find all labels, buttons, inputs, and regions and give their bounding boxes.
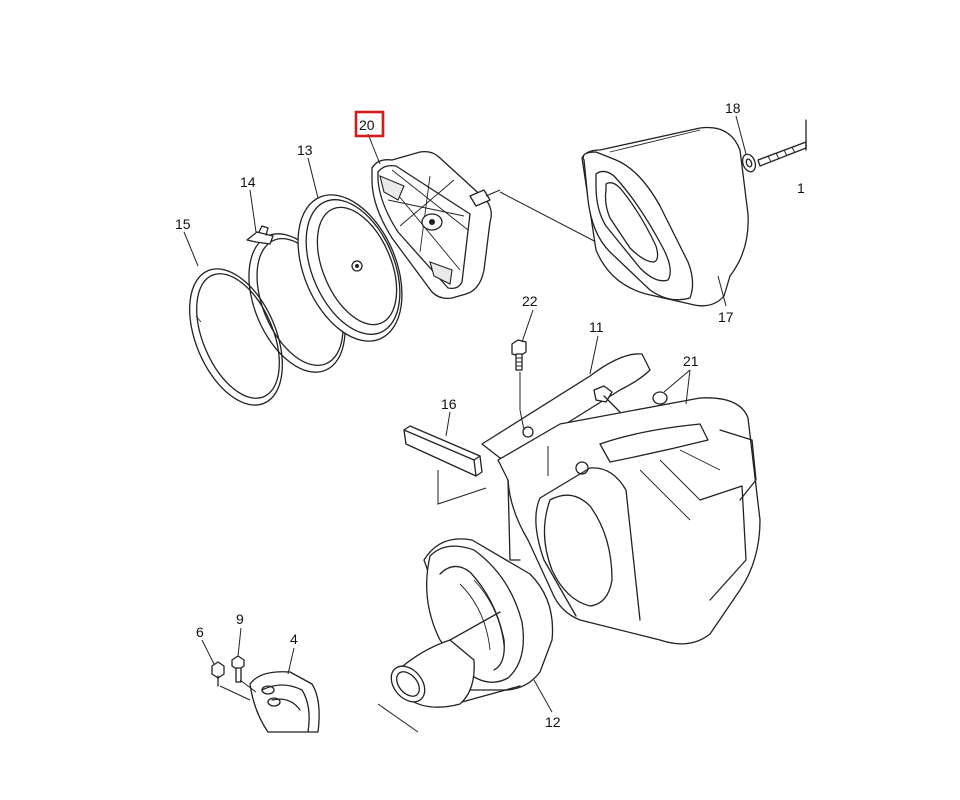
label-12: 12 (545, 714, 561, 730)
label-21: 21 (683, 353, 699, 369)
part-18-washer (741, 153, 757, 173)
callout-labels: 15 14 13 20 18 1 17 22 11 21 16 12 6 9 4 (175, 100, 805, 730)
label-20: 20 (359, 117, 375, 133)
part-16-seal-strip (403, 425, 483, 477)
label-14: 14 (240, 174, 256, 190)
label-13: 13 (297, 142, 313, 158)
label-15: 15 (175, 216, 191, 232)
part-19-bolt (757, 119, 807, 167)
label-18: 18 (725, 100, 741, 116)
part-12-intake-boot (390, 538, 554, 708)
part-11-air-box (481, 353, 761, 645)
part-22-bolt (511, 339, 527, 371)
label-11: 11 (589, 319, 604, 335)
part-13-filter-element (297, 194, 403, 342)
label-6: 6 (196, 624, 204, 640)
part-15-ring (189, 268, 283, 406)
leader-lines (183, 115, 747, 713)
label-4: 4 (290, 631, 298, 647)
label-17: 17 (718, 309, 734, 325)
part-6-screw (211, 661, 225, 687)
part-17-sponge-filter (581, 126, 749, 307)
label-19: 1 (797, 180, 805, 196)
part-9-bolt (231, 655, 245, 683)
part-4-bracket (249, 671, 320, 733)
label-9: 9 (236, 611, 244, 627)
label-16: 16 (441, 396, 457, 412)
part-20-filter-cage (371, 150, 501, 300)
label-22: 22 (522, 293, 538, 309)
highlight-box-20 (354, 110, 385, 138)
